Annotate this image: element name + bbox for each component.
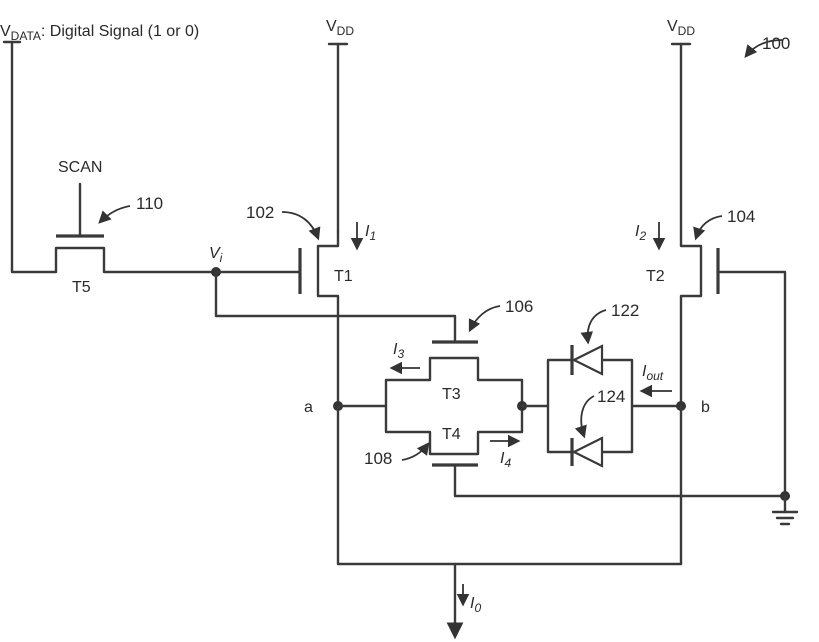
- vdd-left-label: VDD: [326, 18, 354, 38]
- diode-124: [572, 438, 602, 466]
- i1-label: I1: [365, 223, 376, 243]
- ref-110-label: 110: [136, 194, 163, 213]
- t5-label: T5: [72, 279, 91, 296]
- ref-100-label: 100: [762, 34, 790, 53]
- i2-label: I2: [635, 223, 646, 243]
- node-a-label: a: [304, 399, 313, 416]
- node-b-label: b: [701, 399, 710, 416]
- t1-label: T1: [334, 268, 353, 285]
- ref-104-leader: [696, 216, 722, 238]
- ref-124-label: 124: [597, 387, 625, 406]
- ref-102-label: 102: [246, 203, 274, 222]
- ref-122-leader: [588, 310, 606, 342]
- transistor-t1: [216, 232, 338, 406]
- i3-label: I3: [393, 341, 404, 361]
- ref-106-leader: [470, 306, 500, 330]
- ref-124-leader: [581, 396, 594, 436]
- diode-122: [572, 345, 602, 375]
- iout-label: Iout: [642, 363, 664, 383]
- output-bus-wire: [338, 406, 681, 564]
- vi-label: Vi: [209, 245, 223, 265]
- ground-icon: [773, 496, 797, 524]
- t3-label: T3: [442, 386, 461, 403]
- vdata-wire: [4, 42, 56, 272]
- ref-122-label: 122: [611, 301, 639, 320]
- vdd-right-label: VDD: [667, 18, 695, 38]
- vdd-left-terminal: [329, 44, 347, 232]
- ref-106-label: 106: [505, 297, 533, 316]
- ref-104-label: 104: [727, 207, 755, 226]
- i4-label: I4: [500, 450, 511, 470]
- transistor-t2: [681, 232, 785, 496]
- ref-110-leader: [100, 206, 130, 222]
- i0-label: I0: [470, 595, 481, 615]
- t4-label: T4: [442, 426, 461, 443]
- t2-label: T2: [646, 268, 665, 285]
- vdd-right-terminal: [672, 44, 690, 232]
- ref-102-leader: [282, 212, 318, 238]
- ref-108-leader: [402, 444, 428, 460]
- vdata-label: VDATA: Digital Signal (1 or 0): [0, 23, 199, 43]
- ref-108-label: 108: [364, 449, 392, 468]
- scan-label: SCAN: [58, 159, 102, 176]
